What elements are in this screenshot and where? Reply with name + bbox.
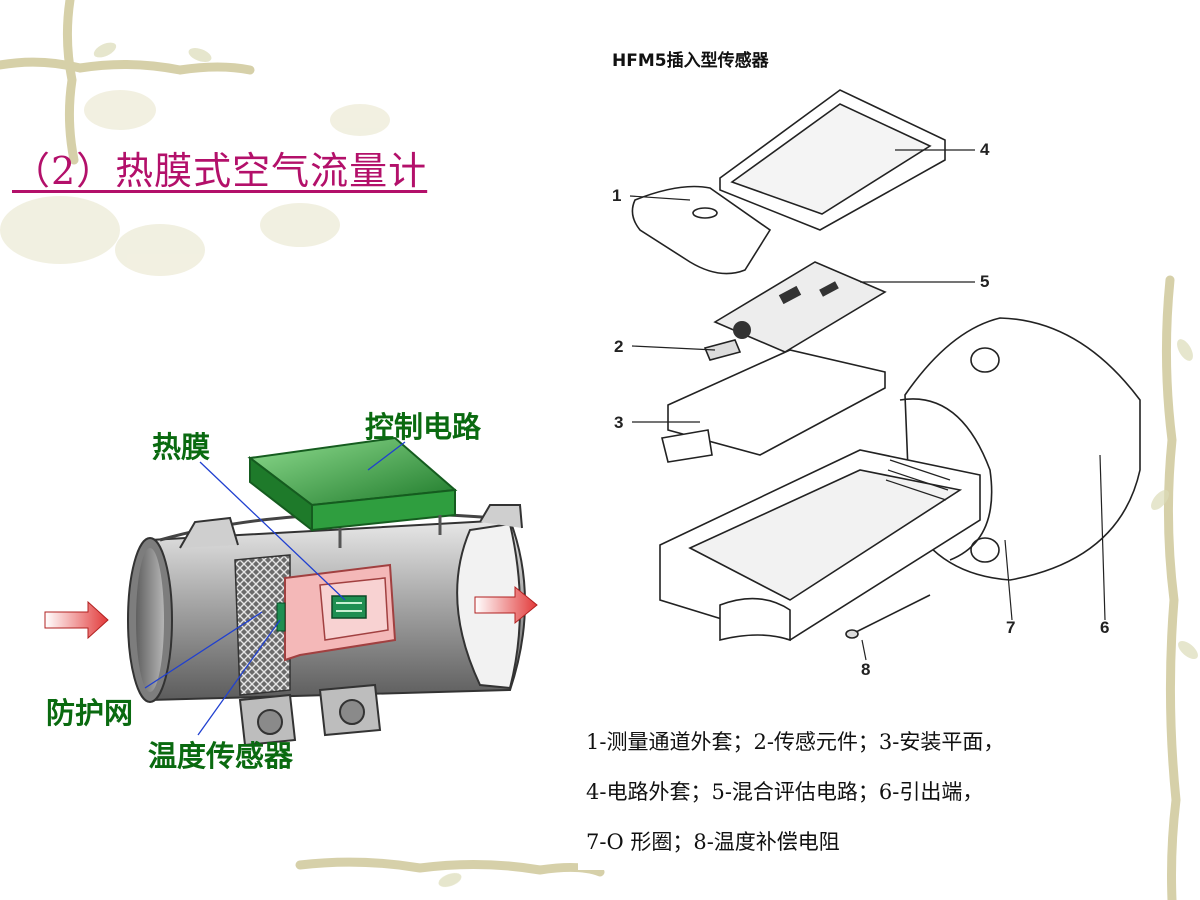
part-number-3: 3 (614, 413, 624, 432)
part-number-6: 6 (1100, 618, 1110, 637)
slide-title: （2）热膜式空气流量计 (12, 149, 428, 193)
label-protective-mesh: 防护网 (46, 696, 134, 730)
label-hot-film: 热膜 (152, 430, 211, 464)
caption-line-2: 4-电路外套；5-混合评估电路；6-引出端， (586, 780, 984, 804)
hfm5-diagram-title: HFM5插入型传感器 (612, 51, 769, 71)
part-number-8: 8 (861, 660, 871, 679)
part-number-1: 1 (612, 186, 622, 205)
caption-line-1: 1-测量通道外套；2-传感元件；3-安装平面， (586, 730, 1005, 754)
caption-line-3: 7-O 形圈；8-温度补偿电阻 (586, 830, 840, 854)
label-control-circuit: 控制电路 (365, 410, 482, 444)
label-temperature-sensor: 温度传感器 (148, 739, 294, 773)
part-number-2: 2 (614, 337, 624, 356)
part-number-7: 7 (1006, 618, 1016, 637)
part-number-5: 5 (980, 272, 990, 291)
part-number-4: 4 (980, 140, 990, 159)
